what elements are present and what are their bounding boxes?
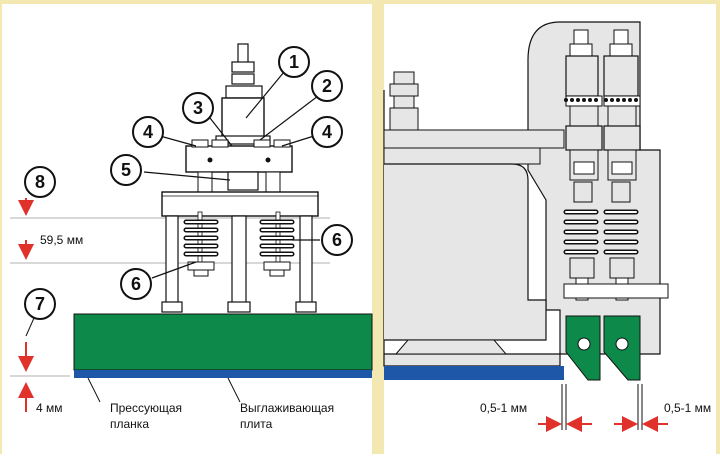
gap-right-label: 0,5-1 мм	[664, 401, 711, 415]
frame-border-right	[716, 0, 720, 454]
pressing-bar-label-line2: планка	[110, 417, 149, 431]
callout-number: 1	[289, 52, 299, 72]
spring-right	[259, 211, 295, 277]
pressing-bar	[73, 313, 373, 371]
right-press-view	[383, 21, 669, 432]
frame-border-top	[0, 0, 720, 4]
callout-4-right: 4	[311, 116, 343, 148]
callout-8: 8	[24, 166, 56, 198]
callout-number: 4	[143, 122, 153, 142]
callout-number: 6	[131, 274, 141, 294]
callout-5: 5	[110, 154, 142, 186]
callout-number: 4	[322, 122, 332, 142]
callout-4-left: 4	[132, 116, 164, 148]
callout-number: 3	[193, 98, 203, 118]
smoothing-plate-label-line1: Выглаживающая	[240, 401, 334, 415]
callout-7: 7	[24, 288, 56, 320]
callout-6-right: 6	[321, 224, 353, 256]
pressing-bar-label-line1: Прессующая	[110, 401, 182, 415]
callout-3: 3	[182, 92, 214, 124]
height-bottom-label: 4 мм	[36, 401, 63, 415]
height-top-label: 59,5 мм	[40, 233, 83, 247]
spring-left	[183, 211, 219, 277]
callout-number: 2	[322, 76, 332, 96]
callout-1: 1	[278, 46, 310, 78]
smoothing-plate-label-line2: плита	[240, 417, 273, 431]
smoothing-plate	[74, 370, 372, 378]
frame-divider	[372, 0, 384, 454]
left-press-view	[10, 43, 373, 412]
callout-6-left: 6	[120, 268, 152, 300]
callout-number: 8	[35, 172, 45, 192]
callout-number: 6	[332, 230, 342, 250]
smoothing-plate-right	[384, 366, 564, 380]
callout-2: 2	[311, 70, 343, 102]
gap-left-label: 0,5-1 мм	[480, 401, 527, 415]
callout-number: 5	[121, 160, 131, 180]
callout-number: 7	[35, 294, 45, 314]
